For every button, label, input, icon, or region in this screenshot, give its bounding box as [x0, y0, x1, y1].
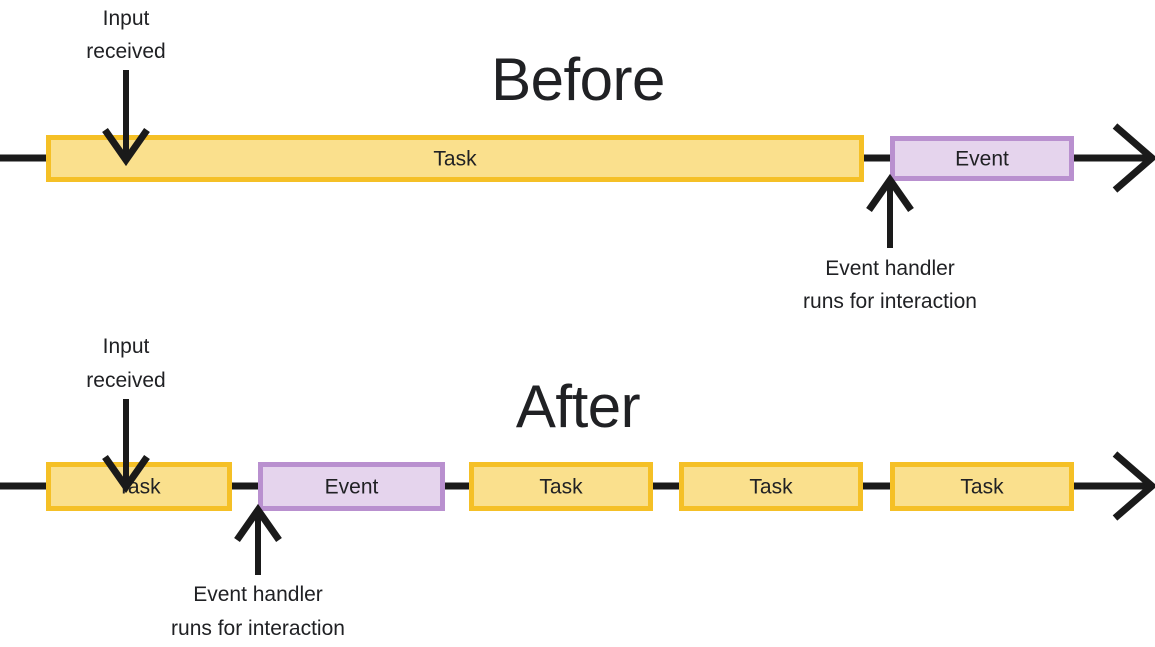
event-box[interactable]: [258, 462, 445, 511]
right-arrow-icon: [1112, 123, 1155, 193]
block-after-event-1[interactable]: Event: [258, 462, 445, 511]
task-box-label: Task: [960, 476, 1004, 499]
annotation-label-line-2: runs for interaction: [171, 617, 345, 640]
block-after-task-3[interactable]: Task: [679, 462, 863, 511]
block-after-task-2[interactable]: Task: [469, 462, 653, 511]
annotation-label-line-2: received: [86, 369, 165, 392]
block-after-task-4[interactable]: Task: [890, 462, 1074, 511]
event-box[interactable]: [890, 136, 1074, 181]
task-box[interactable]: [679, 462, 863, 511]
block-before-task-1[interactable]: Task: [46, 135, 864, 182]
block-before-event-1[interactable]: Event: [890, 136, 1074, 181]
down-arrow-icon: [102, 454, 150, 494]
annotation-after-input-received: Input received: [86, 335, 166, 494]
annotation-after-event-handler: Event handler runs for interaction: [171, 503, 345, 640]
annotation-label-line-1: Input: [103, 7, 150, 30]
annotation-label-line-2: runs for interaction: [803, 290, 977, 313]
task-box-label: Task: [433, 148, 477, 171]
annotation-label-line-1: Input: [103, 335, 150, 358]
section-title-after: After: [516, 373, 640, 440]
annotation-label-line-1: Event handler: [825, 257, 955, 280]
right-arrow-icon: [1112, 451, 1155, 521]
event-box-label: Event: [325, 476, 379, 499]
task-box-label: Task: [749, 476, 793, 499]
up-arrow-icon: [866, 173, 914, 213]
up-arrow-icon: [234, 503, 282, 543]
task-box[interactable]: [46, 135, 864, 182]
annotation-label-line-1: Event handler: [193, 583, 323, 606]
down-arrow-icon: [102, 127, 150, 167]
annotation-label-line-2: received: [86, 40, 165, 63]
section-title-before: Before: [491, 46, 665, 113]
annotation-before-event-handler: Event handler runs for interaction: [803, 173, 977, 313]
annotation-before-input-received: Input received: [86, 7, 166, 167]
task-box[interactable]: [890, 462, 1074, 511]
task-box[interactable]: [469, 462, 653, 511]
event-box-label: Event: [955, 148, 1009, 171]
task-box-label: Task: [539, 476, 583, 499]
